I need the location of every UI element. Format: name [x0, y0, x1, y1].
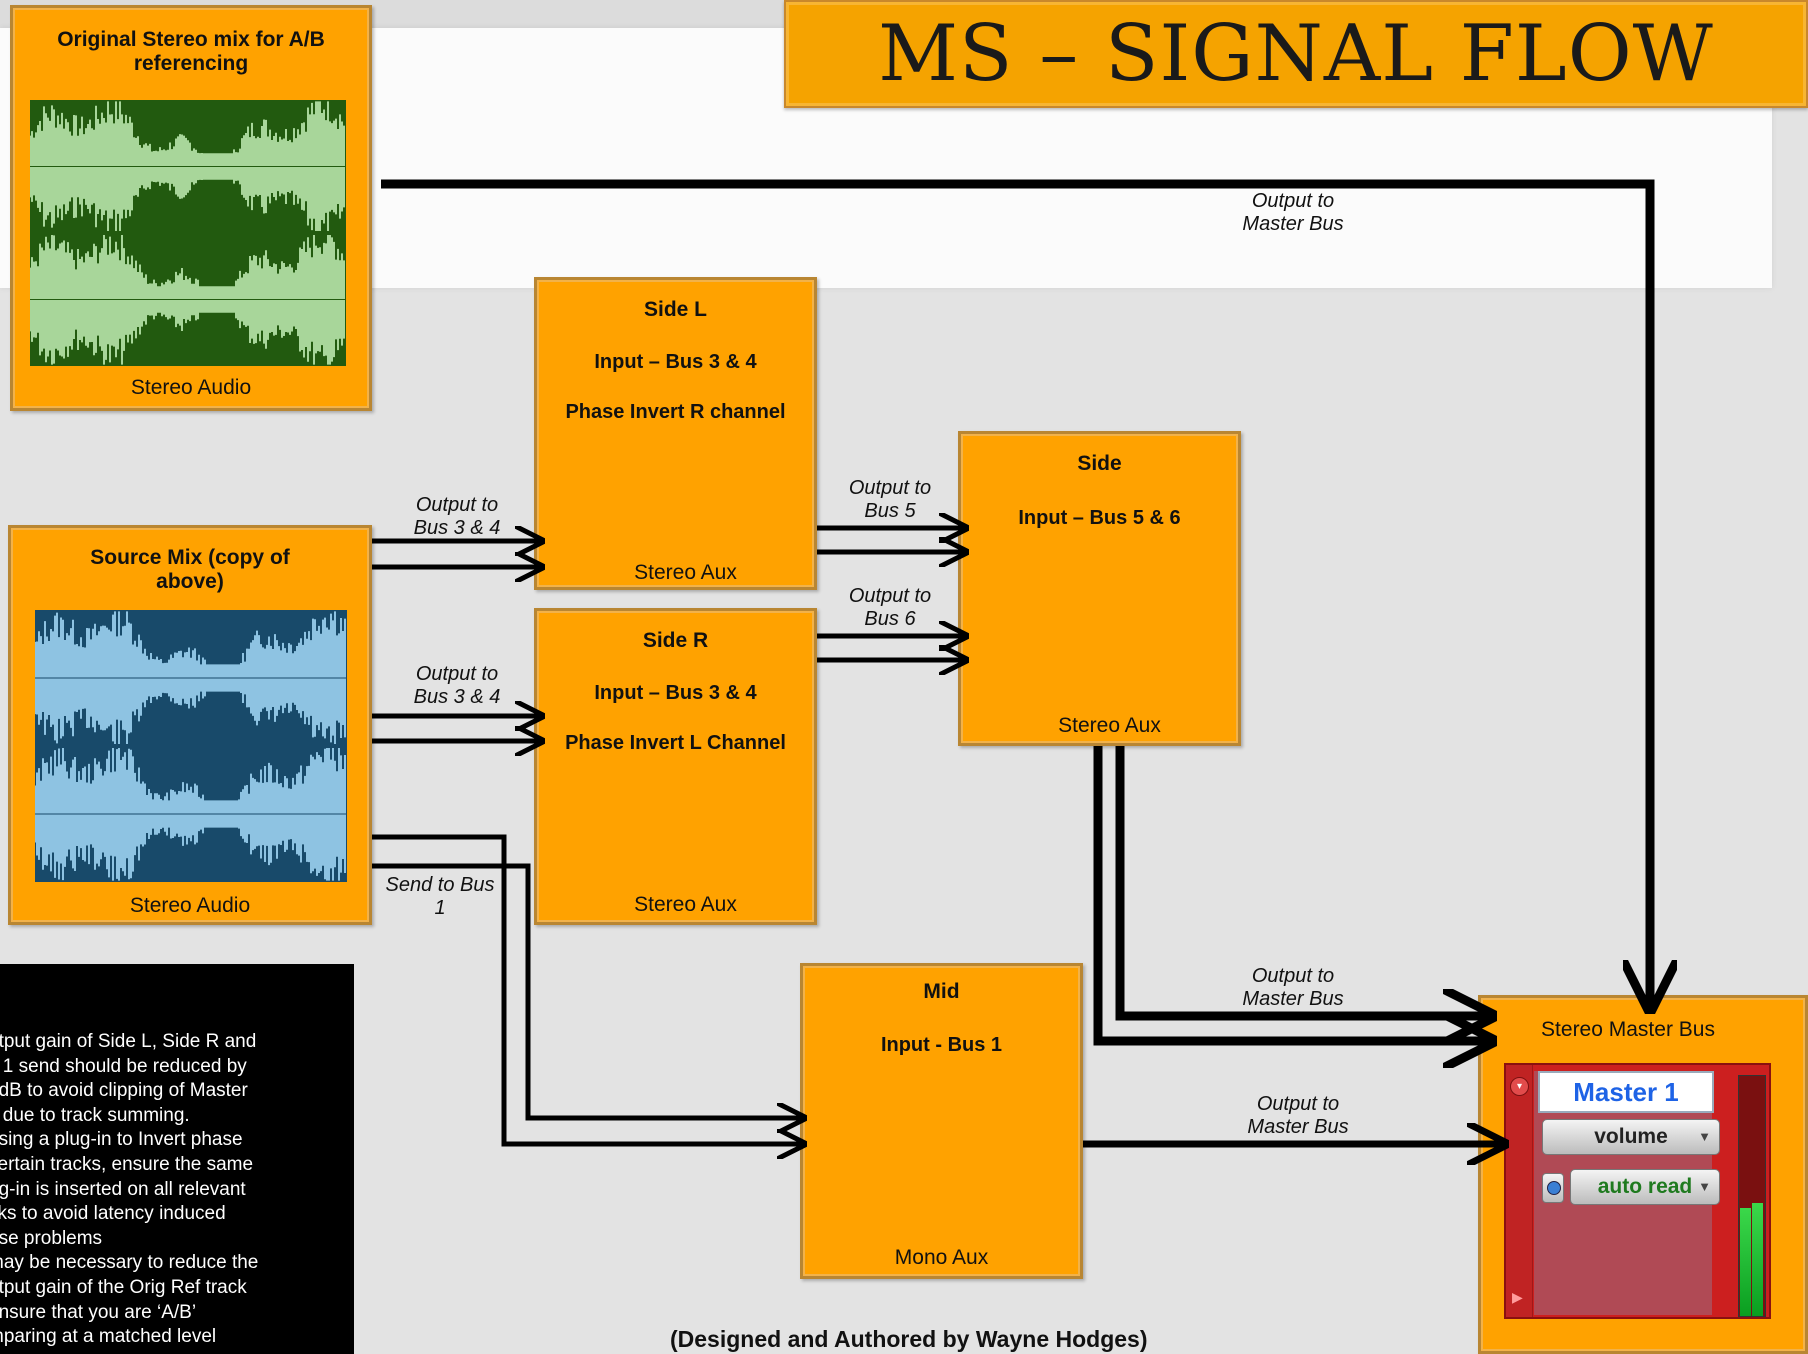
track-name[interactable]: Master 1 — [1538, 1071, 1714, 1113]
note-line: ug-in is inserted on all relevant — [0, 1178, 246, 1200]
automation-mode-selector[interactable]: auto read ▼ — [1570, 1169, 1720, 1205]
meter-right-channel — [1752, 1203, 1763, 1316]
node-input: Input – Bus 5 & 6 — [1018, 507, 1181, 529]
note-line: cks to avoid latency induced — [0, 1203, 226, 1225]
node-title: Stereo Master Bus — [1541, 1018, 1715, 1041]
node-mid: Mid Input - Bus 1 Mono Aux — [800, 963, 1083, 1279]
node-source-mix: Source Mix (copy of above) Stereo Audio — [8, 525, 372, 925]
node-type: Stereo Audio — [130, 376, 252, 399]
wire-side-to-master-1 — [1115, 746, 1488, 1016]
label-source-to-side-l: Output to Bus 3 & 4 — [413, 494, 501, 539]
label-orig-to-master: Output to Master Bus — [1242, 190, 1344, 235]
node-title: Source Mix (copy of above) — [90, 546, 290, 593]
plugin-left-column: ▾ ▶ — [1506, 1065, 1533, 1317]
volume-label: volume — [1594, 1125, 1668, 1148]
meter-left-channel — [1740, 1208, 1751, 1316]
node-side-r: Side R Input – Bus 3 & 4 Phase Invert L … — [534, 608, 817, 925]
node-type: Mono Aux — [894, 1246, 989, 1269]
volume-selector[interactable]: volume ▼ — [1542, 1119, 1720, 1155]
node-type: Stereo Aux — [1058, 714, 1161, 737]
node-type: Stereo Audio — [129, 894, 251, 917]
node-title: Mid — [923, 980, 960, 1003]
node-title: Side — [1077, 452, 1122, 475]
label-source-to-mid: Send to Bus 1 — [385, 874, 495, 919]
node-type: Stereo Aux — [634, 893, 737, 916]
expand-arrow-icon[interactable]: ▶ — [1512, 1289, 1523, 1305]
wire-source-to-mid-2 — [372, 863, 802, 1118]
note-line: ensure that you are ‘A/B’ — [0, 1301, 197, 1323]
note-line: may be necessary to reduce the — [0, 1252, 259, 1274]
automation-label: auto read — [1597, 1175, 1693, 1198]
node-title: Side R — [642, 629, 709, 652]
node-side: Side Input – Bus 5 & 6 Stereo Aux — [958, 431, 1241, 746]
label-source-to-side-r: Output to Bus 3 & 4 — [413, 663, 501, 708]
notes-list: utput gain of Side L, Side R and s 1 send… — [0, 1030, 333, 1350]
notes-box: utput gain of Side L, Side R and s 1 send… — [0, 964, 354, 1354]
node-type: Stereo Aux — [634, 561, 737, 584]
label-side-r-to-side: Output to Bus 6 — [848, 585, 932, 630]
note-line: 0dB to avoid clipping of Master — [0, 1080, 248, 1102]
node-input: Input – Bus 3 & 4 — [594, 682, 757, 704]
collapse-icon[interactable]: ▾ — [1510, 1077, 1529, 1096]
dropdown-arrow-icon: ▼ — [1698, 1129, 1711, 1144]
note-line: mparing at a matched level — [0, 1326, 217, 1348]
node-side-l: Side L Input – Bus 3 & 4 Phase Invert R … — [534, 277, 817, 590]
label-mid-to-master: Output to Master Bus — [1247, 1093, 1349, 1138]
master-fader-plugin: ▾ ▶ Master 1 volume ▼ auto read ▼ — [1504, 1063, 1771, 1319]
node-input: Input – Bus 3 & 4 — [594, 351, 757, 373]
note-line: utput gain of Side L, Side R and — [0, 1031, 257, 1052]
node-process: Phase Invert L Channel — [565, 732, 786, 754]
wire-orig-to-master — [381, 179, 1650, 1005]
note-line: s due to track summing. — [0, 1104, 190, 1126]
wire-side-to-master-2 — [1093, 746, 1488, 1041]
note-line: ase problems — [0, 1227, 103, 1249]
node-title: Side L — [643, 298, 707, 321]
credit-text: (Designed and Authored by Wayne Hodges) — [670, 1326, 1148, 1352]
node-process: Phase Invert R channel — [565, 401, 786, 423]
page-title: MS – SIGNAL FLOW — [878, 9, 1714, 99]
note-line: using a plug-in to Invert phase — [0, 1129, 243, 1151]
dropdown-arrow-icon: ▼ — [1698, 1179, 1711, 1194]
waveform-green — [30, 100, 346, 366]
automation-indicator-icon[interactable] — [1542, 1173, 1564, 1203]
note-line: certain tracks, ensure the same — [0, 1153, 254, 1175]
note-line: s 1 send should be reduced by — [0, 1055, 247, 1077]
level-meter — [1738, 1075, 1766, 1317]
title-banner: MS – SIGNAL FLOW — [784, 0, 1808, 108]
label-side-l-to-side: Output to Bus 5 — [848, 477, 932, 522]
label-side-to-master: Output to Master Bus — [1242, 965, 1344, 1010]
node-title: Original Stereo mix for A/B referencing — [57, 28, 325, 75]
waveform-blue — [35, 610, 347, 882]
wire-source-to-mid-1 — [372, 834, 802, 1144]
node-input: Input - Bus 1 — [880, 1034, 1003, 1056]
node-original-stereo-mix: Original Stereo mix for A/B referencing … — [10, 5, 372, 411]
note-line: utput gain of the Orig Ref track — [0, 1276, 247, 1298]
